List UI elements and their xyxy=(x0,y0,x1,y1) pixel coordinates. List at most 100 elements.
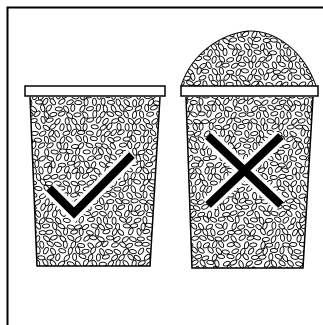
grain xyxy=(137,237,144,241)
grain xyxy=(23,118,31,123)
grain xyxy=(143,191,147,198)
grain xyxy=(287,247,293,255)
grain xyxy=(191,163,199,168)
grain xyxy=(216,74,220,81)
grain xyxy=(175,75,183,81)
grain xyxy=(149,266,157,272)
grain xyxy=(238,98,246,104)
grain xyxy=(49,123,57,131)
grain xyxy=(311,187,318,191)
grain xyxy=(133,130,141,136)
grain xyxy=(286,198,294,204)
grain xyxy=(86,106,94,112)
grain xyxy=(251,266,259,274)
grain xyxy=(178,155,186,163)
grain xyxy=(182,50,190,57)
grain xyxy=(158,179,163,187)
grain xyxy=(301,24,309,30)
grain xyxy=(214,161,222,168)
grain xyxy=(298,203,306,211)
grain xyxy=(146,247,154,254)
grain xyxy=(92,98,96,105)
grain xyxy=(235,131,243,136)
grain xyxy=(243,144,251,149)
grain xyxy=(317,167,321,174)
grain xyxy=(54,130,61,138)
grain xyxy=(63,266,70,274)
grain xyxy=(63,241,67,248)
grain xyxy=(129,249,137,255)
grain xyxy=(190,73,196,81)
grain xyxy=(270,248,277,252)
grain xyxy=(135,242,142,246)
grain xyxy=(291,228,298,236)
grain xyxy=(278,210,286,217)
grain xyxy=(117,123,122,131)
grain xyxy=(286,49,291,57)
grain xyxy=(96,104,102,112)
grain xyxy=(262,237,270,242)
grain xyxy=(137,210,145,217)
grain xyxy=(103,217,108,225)
grain xyxy=(180,179,186,187)
grain xyxy=(315,266,320,274)
grain xyxy=(310,135,318,143)
grain xyxy=(266,229,274,237)
grain xyxy=(158,153,165,161)
grain xyxy=(142,242,149,246)
grain xyxy=(83,135,89,143)
grain xyxy=(279,25,284,33)
grain xyxy=(202,69,209,73)
grain xyxy=(227,254,235,259)
grain xyxy=(295,125,302,129)
grain xyxy=(30,216,38,223)
grain xyxy=(234,106,242,112)
grain xyxy=(144,204,149,212)
grain xyxy=(158,267,165,271)
grain xyxy=(263,110,270,118)
grain xyxy=(117,204,125,211)
grain xyxy=(244,265,250,273)
grain xyxy=(106,236,113,240)
grain xyxy=(255,248,263,255)
grain xyxy=(272,222,276,229)
grain xyxy=(300,129,305,137)
grain xyxy=(58,248,66,254)
grain xyxy=(95,205,103,210)
grain xyxy=(223,73,231,81)
grain xyxy=(233,123,237,130)
right-container-rim xyxy=(181,86,318,96)
grain xyxy=(119,143,127,148)
grain xyxy=(194,178,202,186)
grain xyxy=(67,186,72,194)
grain xyxy=(267,104,275,111)
grain xyxy=(34,122,41,130)
grain xyxy=(209,155,217,160)
grain xyxy=(178,166,186,173)
grain xyxy=(128,178,133,186)
grain xyxy=(247,24,255,32)
grain xyxy=(295,26,303,32)
grain xyxy=(124,173,129,181)
grain xyxy=(173,37,181,44)
grain xyxy=(282,32,289,36)
grain xyxy=(25,210,33,218)
grain xyxy=(235,68,241,76)
grain xyxy=(43,174,51,180)
grain xyxy=(59,123,65,131)
grain xyxy=(78,253,86,260)
grain xyxy=(107,211,113,219)
grain xyxy=(279,246,284,254)
grain xyxy=(251,44,259,49)
grain xyxy=(191,235,199,240)
grain xyxy=(52,210,58,218)
grain xyxy=(159,167,163,174)
grain xyxy=(295,111,303,117)
grain xyxy=(38,155,46,162)
grain xyxy=(113,236,121,243)
grain xyxy=(50,174,58,180)
grain xyxy=(122,199,130,204)
grain xyxy=(130,134,137,142)
grain xyxy=(268,167,272,174)
